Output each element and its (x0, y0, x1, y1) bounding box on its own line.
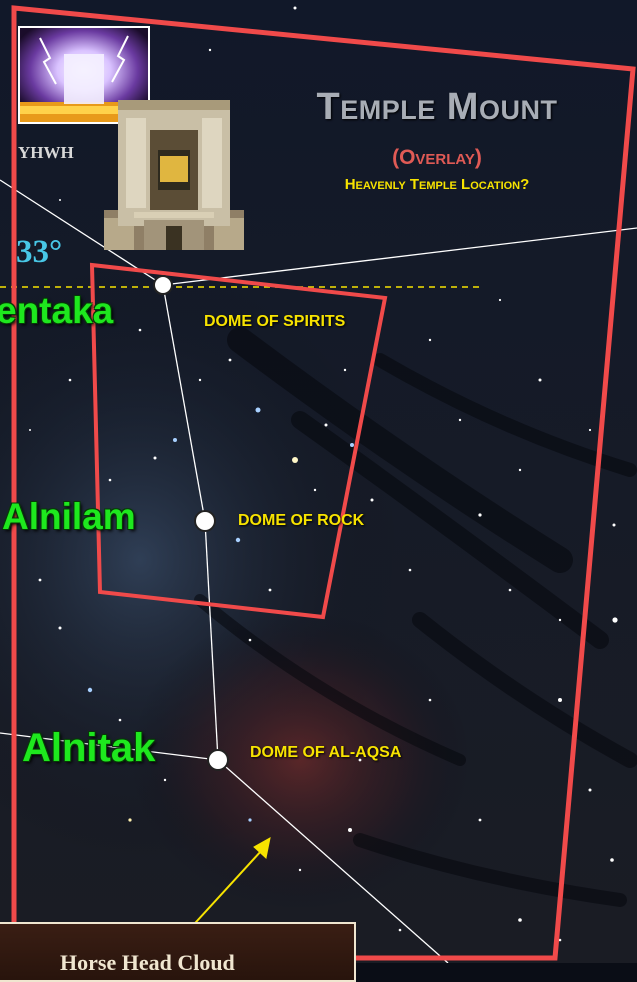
star-name-mintaka: entaka (0, 290, 114, 331)
star-name-alnitak: Alnitak (22, 726, 156, 770)
page-question: Heavenly Temple Location? (344, 176, 530, 193)
star-marker-icon (153, 275, 173, 295)
constellation-lines (0, 179, 637, 963)
star-marker-icon (207, 749, 229, 771)
yhwh-label: YHWH (18, 143, 74, 162)
degree-label: 33° (16, 234, 63, 270)
star-name-alnilam: Alnilam (2, 496, 136, 537)
horsehead-label: Horse Head Cloud (60, 950, 235, 975)
temple-mount-overlay-outline (11, 5, 636, 961)
yhwh-throne-image (18, 26, 150, 124)
stars (29, 6, 618, 942)
inner-overlay-outline (89, 262, 388, 620)
dome-of-rock-label: DOME OF ROCK (238, 512, 365, 529)
page-title: Temple Mount (316, 86, 558, 128)
temple-image (104, 100, 244, 250)
dust-streaks (194, 327, 637, 907)
dome-of-al-aqsa-label: DOME OF AL-AQSA (250, 744, 402, 761)
horsehead-arrow (185, 837, 271, 934)
star-marker-icon (194, 510, 216, 532)
dome-of-spirits-label: DOME OF SPIRITS (204, 313, 346, 330)
page-subtitle: (Overlay) (392, 146, 482, 169)
